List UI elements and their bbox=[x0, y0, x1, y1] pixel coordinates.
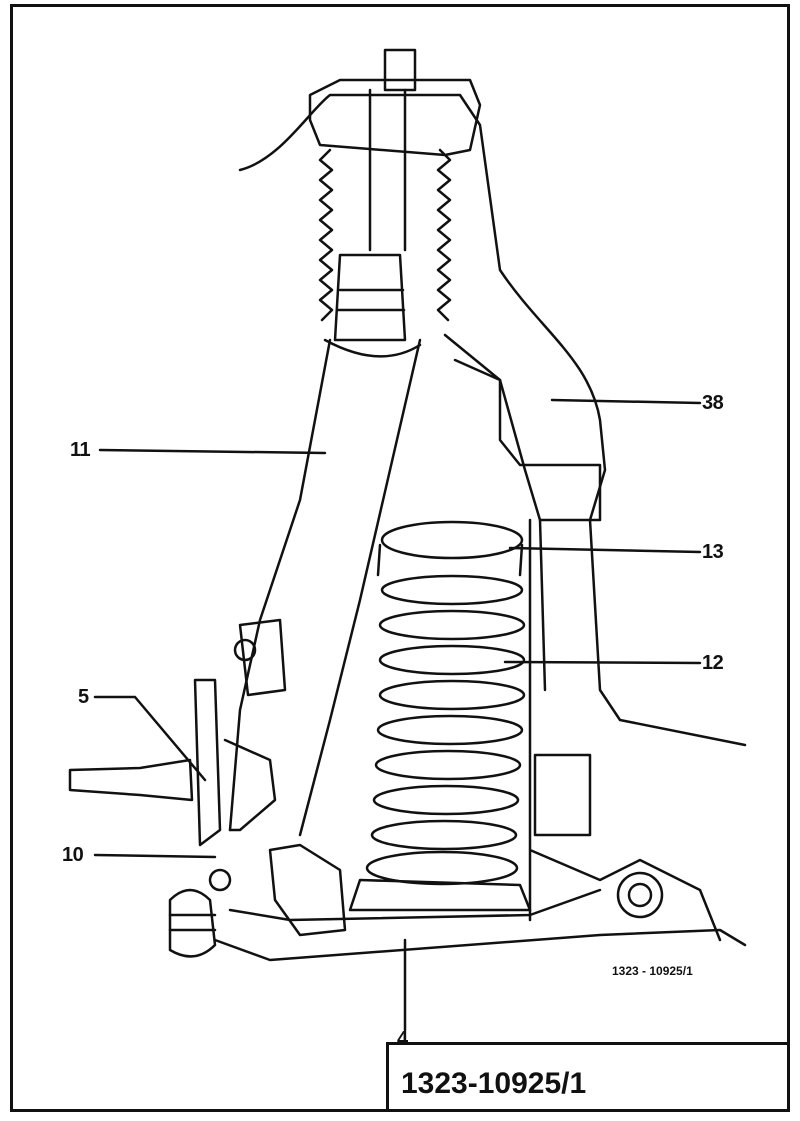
knuckle-arm bbox=[193, 678, 222, 847]
spring-seat-top bbox=[380, 520, 524, 560]
stub-axle bbox=[68, 758, 194, 802]
callout-11: 11 bbox=[70, 439, 91, 461]
damper-band bbox=[336, 288, 406, 312]
figure-reference-number: 1323-10925/1 bbox=[401, 1067, 587, 1100]
knuckle-body bbox=[223, 738, 277, 832]
bolt-lower bbox=[208, 868, 232, 892]
damper-cap bbox=[333, 253, 407, 342]
pivot-bolt-outer bbox=[616, 871, 664, 919]
callout-4: 4 bbox=[397, 1028, 408, 1050]
bracket-38 bbox=[453, 358, 602, 522]
top-mount bbox=[308, 78, 482, 157]
callout-12: 12 bbox=[702, 652, 724, 674]
lower-arm-side bbox=[528, 518, 722, 942]
bellows-collar bbox=[323, 338, 422, 358]
bolt-upper bbox=[233, 638, 257, 662]
bellows-right bbox=[436, 148, 452, 322]
leader-38 bbox=[550, 398, 702, 405]
strut-tube bbox=[228, 338, 422, 837]
strut-bracket-nut bbox=[238, 618, 287, 697]
leader-11 bbox=[98, 448, 327, 455]
title-block: 1323-10925/1 bbox=[386, 1042, 790, 1112]
leader-5 bbox=[93, 695, 207, 782]
body-panel-inner bbox=[443, 333, 547, 692]
ball-joint-rings bbox=[168, 913, 217, 932]
piston-rod-nut bbox=[383, 48, 417, 92]
callout-10: 10 bbox=[62, 844, 84, 866]
figure-frame bbox=[10, 4, 790, 1112]
coil-spring bbox=[365, 574, 526, 886]
pivot-bolt-inner bbox=[627, 882, 653, 908]
callout-5: 5 bbox=[78, 686, 89, 708]
callout-38: 38 bbox=[702, 392, 724, 414]
figure-reference-small: 1323 - 10925/1 bbox=[612, 964, 693, 978]
leader-13 bbox=[508, 546, 702, 554]
body-panel-outline bbox=[238, 93, 747, 747]
ball-joint bbox=[168, 888, 217, 958]
lower-control-arm bbox=[213, 888, 747, 962]
leader-10 bbox=[93, 853, 217, 859]
callout-13: 13 bbox=[702, 541, 724, 563]
leader-12 bbox=[503, 660, 702, 665]
bellows-left bbox=[318, 148, 334, 322]
lower-bracket bbox=[533, 753, 592, 837]
spring-upper-collar bbox=[376, 543, 524, 577]
tie-rod-end bbox=[268, 843, 347, 937]
piston-rod bbox=[368, 88, 407, 252]
